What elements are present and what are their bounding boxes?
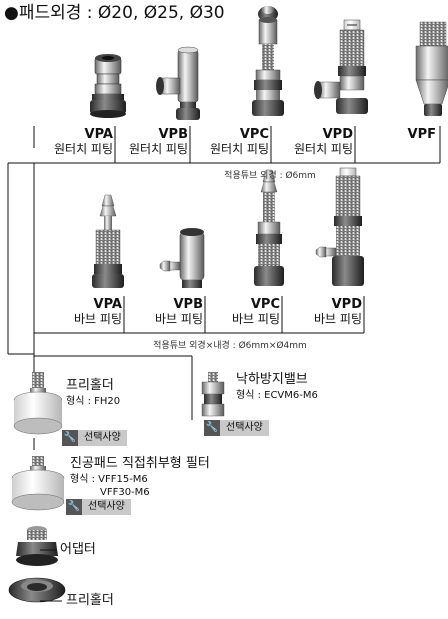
vpa-barb-label: VPA 바브 피팅 [46,297,122,327]
vpc-one-touch-icon [252,17,284,116]
fit-type: 바브 피팅 [314,312,362,326]
fit-code: VPF [407,127,436,142]
option-label: 선택사양 [226,422,263,433]
vpc-barb-icon [254,169,284,286]
option-label: 선택사양 [84,432,121,443]
vpa-barb-icon [92,194,124,288]
fit-code: VPB [158,127,189,142]
drop-valve-name: 낙하방지밸브 [236,372,308,387]
wrench-icon: 🔧 [66,499,82,515]
vpf-one-touch-label: VPF [360,127,436,142]
fit-type: 바브 피팅 [232,312,280,326]
filter-option-tag: 🔧 선택사양 [66,499,131,515]
vpa-one-touch-label: VPA 원터치 피팅 [38,127,113,157]
free-holder-ring-icon [8,577,66,603]
one-touch-tube-spec: 적용튜브 외경 : Ø6mm [224,171,316,181]
fit-code: VPC [250,297,280,312]
fit-type: 원터치 피팅 [128,142,188,156]
fit-code: VPA [93,297,122,312]
wrench-icon: 🔧 [204,420,220,436]
filter-model-2: VFF30-M6 [100,487,150,498]
vpc-one-touch-label: VPC 원터치 피팅 [196,127,269,157]
row2-brackets [7,163,365,418]
filter-name: 진공패드 직접취부형 필터 [70,456,210,471]
fit-type: 원터치 피팅 [209,142,269,156]
barb-tube-spec: 적용튜브 외경×내경 : Ø6mm×Ø4mm [153,341,307,351]
drop-valve-icon [201,372,225,417]
vpd-one-touch-label: VPD 원터치 피팅 [277,127,353,157]
free-holder-model: 형식 : FH20 [66,396,121,407]
fit-code: VPC [239,127,269,142]
drop-valve-model: 형식 : ECVM6-M6 [236,390,318,401]
free-holder-name: 프리홀더 [66,378,114,393]
drop-valve-option-tag: 🔧 선택사양 [204,420,269,436]
free-holder-option-tag: 🔧 선택사양 [62,430,127,446]
filter-icon [11,456,65,511]
fit-code: VPB [173,297,204,312]
accessory-leaders [33,412,193,602]
fit-code: VPA [84,127,113,142]
option-label: 선택사양 [88,501,125,512]
fit-code: VPD [322,127,353,142]
fit-type: 바브 피팅 [74,312,122,326]
fit-type: 원터치 피팅 [53,142,113,156]
filter-model-1: 형식 : VFF15-M6 [70,474,148,485]
fit-type: 바브 피팅 [155,312,203,326]
vpb-one-touch-icon [156,46,200,120]
wrench-icon: 🔧 [62,430,78,446]
vpa-one-touch-icon [90,54,126,118]
free-holder-icon [13,372,63,435]
vpb-barb-label: VPB 바브 피팅 [128,297,203,327]
fit-type: 원터치 피팅 [293,142,353,156]
vpd-barb-icon [315,167,364,286]
row1-brackets [8,126,441,164]
adapter-icon [16,526,58,566]
free-holder-ring-name: 프리홀더 [66,593,114,608]
vpd-barb-label: VPD 바브 피팅 [286,297,362,327]
fit-code: VPD [331,297,362,312]
vpb-one-touch-label: VPB 원터치 피팅 [117,127,188,157]
page-title: ●패드외경 : Ø20, Ø25, Ø30 [4,3,225,23]
vpd-one-touch-icon [314,19,368,114]
vpf-one-touch-icon [415,21,448,116]
vpc-barb-label: VPC 바브 피팅 [208,297,280,327]
adapter-name: 어댑터 [60,542,96,557]
vpb-barb-icon [159,228,205,288]
